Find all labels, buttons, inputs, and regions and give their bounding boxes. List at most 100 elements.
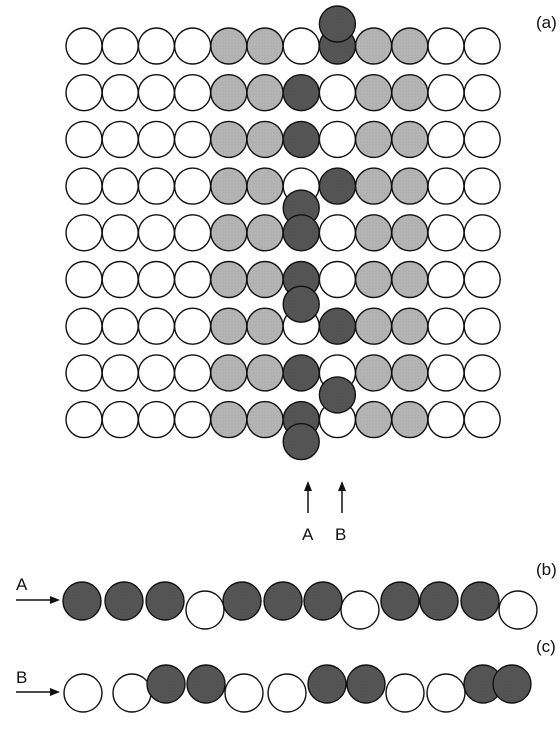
row-7-atom-10-texture bbox=[392, 308, 428, 344]
panel-b-atom-4 bbox=[185, 590, 225, 630]
row-6-atom-3 bbox=[137, 260, 176, 299]
row-5-atom-5-texture bbox=[211, 215, 247, 251]
row-3-atom-9-texture bbox=[356, 122, 391, 157]
arrow-b-label: B bbox=[335, 525, 346, 544]
row-9-atom-11 bbox=[427, 400, 465, 439]
row-4-atom-10-texture bbox=[392, 168, 428, 204]
row-8-atom-4 bbox=[173, 354, 212, 392]
row-2-atom-3 bbox=[137, 73, 176, 112]
row-9-atom-4 bbox=[173, 400, 212, 439]
row-3-atom-6-texture bbox=[247, 122, 283, 157]
row-2-atom-5-texture bbox=[211, 75, 247, 110]
row-4-atom-8-texture bbox=[320, 168, 355, 204]
panel-b-atom-7-texture bbox=[304, 582, 342, 620]
panel-c-atom-9 bbox=[385, 673, 425, 713]
arrow-a bbox=[304, 481, 312, 513]
row-6-atom-5-texture bbox=[211, 262, 247, 297]
row-9-atom-3 bbox=[137, 400, 176, 439]
panel-b-label: (b) bbox=[536, 560, 557, 579]
panel-b-atom-8 bbox=[340, 590, 380, 630]
row-9-atom-2 bbox=[101, 400, 139, 439]
row-9-atom-6-texture bbox=[247, 402, 283, 437]
panel-b-atom-12 bbox=[498, 590, 538, 630]
panel-c-atom-10 bbox=[426, 673, 466, 713]
row-1-atom-11 bbox=[427, 27, 465, 65]
row-5-atom-11 bbox=[427, 214, 465, 252]
row-2-atom-12 bbox=[463, 73, 501, 112]
row-6-atom-2 bbox=[101, 260, 139, 299]
row-5-atom-2 bbox=[101, 214, 139, 252]
row-5-atom-3 bbox=[137, 214, 176, 252]
panel-c-atom-6 bbox=[267, 673, 307, 713]
row-3-atom-7-texture bbox=[283, 122, 319, 157]
row-2-atom-6-texture bbox=[247, 75, 283, 110]
row-2-atom-1 bbox=[65, 73, 103, 112]
panel-b-atom-9-texture bbox=[381, 582, 419, 620]
row-8-atom-2 bbox=[101, 354, 139, 392]
row-3-atom-2 bbox=[101, 120, 139, 159]
row-9-atom-1 bbox=[65, 400, 103, 439]
row-8-atom-12 bbox=[463, 354, 501, 392]
row-8-atom-1 bbox=[65, 354, 103, 392]
panel-c-atom-4-texture bbox=[187, 665, 225, 703]
row-4-atom-5-texture bbox=[211, 168, 247, 204]
row-2-atom-7-texture bbox=[283, 75, 319, 110]
panel-c-atom-7-texture bbox=[308, 665, 346, 703]
panel-b-chain bbox=[62, 581, 538, 630]
row-3-atom-8 bbox=[318, 120, 357, 159]
row-6-atom-1 bbox=[65, 260, 103, 299]
row-5-atom-12 bbox=[463, 214, 501, 252]
row-7-atom-5-texture bbox=[211, 308, 247, 344]
row-3-atom-3 bbox=[137, 120, 176, 159]
row-7-atom-6-texture bbox=[247, 308, 283, 344]
panel-a bbox=[65, 5, 501, 461]
row-1-atom-12 bbox=[463, 27, 501, 65]
row-4-atom-2 bbox=[101, 167, 139, 205]
panel-c-atom-8-texture bbox=[347, 665, 385, 703]
panel-c-label: (c) bbox=[536, 637, 556, 656]
row-1-atom-1 bbox=[65, 27, 103, 65]
row-4-atom-6-texture bbox=[247, 168, 283, 204]
arrow-a-label: A bbox=[302, 525, 314, 544]
row-7-atom-2 bbox=[101, 307, 139, 345]
row-3-atom-5-texture bbox=[211, 122, 247, 157]
row-6-atom-10-texture bbox=[392, 262, 428, 297]
row-4-atom-3 bbox=[137, 167, 176, 205]
row-1-atom-10-texture bbox=[392, 28, 428, 64]
row-8-extra-atom-8-texture bbox=[320, 377, 355, 413]
row-6-atom-6-texture bbox=[247, 262, 283, 297]
row-2-atom-4 bbox=[173, 73, 212, 112]
panel-c-atom-12-texture bbox=[493, 665, 531, 703]
panel-c-atom-1 bbox=[63, 673, 103, 713]
row-1-extra-atom-8-texture bbox=[320, 6, 355, 42]
panel-b-atom-10-texture bbox=[420, 582, 458, 620]
row-4-atom-9-texture bbox=[356, 168, 391, 204]
row-2-atom-10-texture bbox=[392, 75, 428, 110]
panel-a-label: (a) bbox=[536, 13, 557, 32]
panel-b-atom-1-texture bbox=[63, 582, 101, 620]
row-8-atom-9-texture bbox=[356, 355, 391, 391]
row-2-atom-2 bbox=[101, 73, 139, 112]
row-6-atom-12 bbox=[463, 260, 501, 299]
row-1-atom-7 bbox=[282, 27, 320, 65]
row-4-atom-11 bbox=[427, 167, 465, 205]
row-6-atom-8 bbox=[318, 260, 357, 299]
panel-b-atom-3-texture bbox=[146, 582, 184, 620]
row-6-atom-11 bbox=[427, 260, 465, 299]
row-5-atom-6-texture bbox=[247, 215, 283, 251]
row-3-atom-12 bbox=[463, 120, 501, 159]
row-9-atom-12 bbox=[463, 400, 501, 439]
row-6-atom-9-texture bbox=[356, 262, 391, 297]
row-7-atom-12 bbox=[463, 307, 501, 345]
row-3-atom-4 bbox=[173, 120, 212, 159]
row-3-atom-10-texture bbox=[392, 122, 428, 157]
arrow-b bbox=[338, 481, 346, 513]
row-8-atom-6-texture bbox=[247, 355, 283, 391]
row-7-atom-9-texture bbox=[356, 308, 391, 344]
row-8-atom-3 bbox=[137, 354, 176, 392]
row-9-extra-atom-7-texture bbox=[283, 424, 319, 459]
row-2-atom-8 bbox=[318, 73, 357, 112]
row-4-atom-4 bbox=[173, 167, 212, 205]
row-1-atom-2 bbox=[101, 27, 139, 65]
